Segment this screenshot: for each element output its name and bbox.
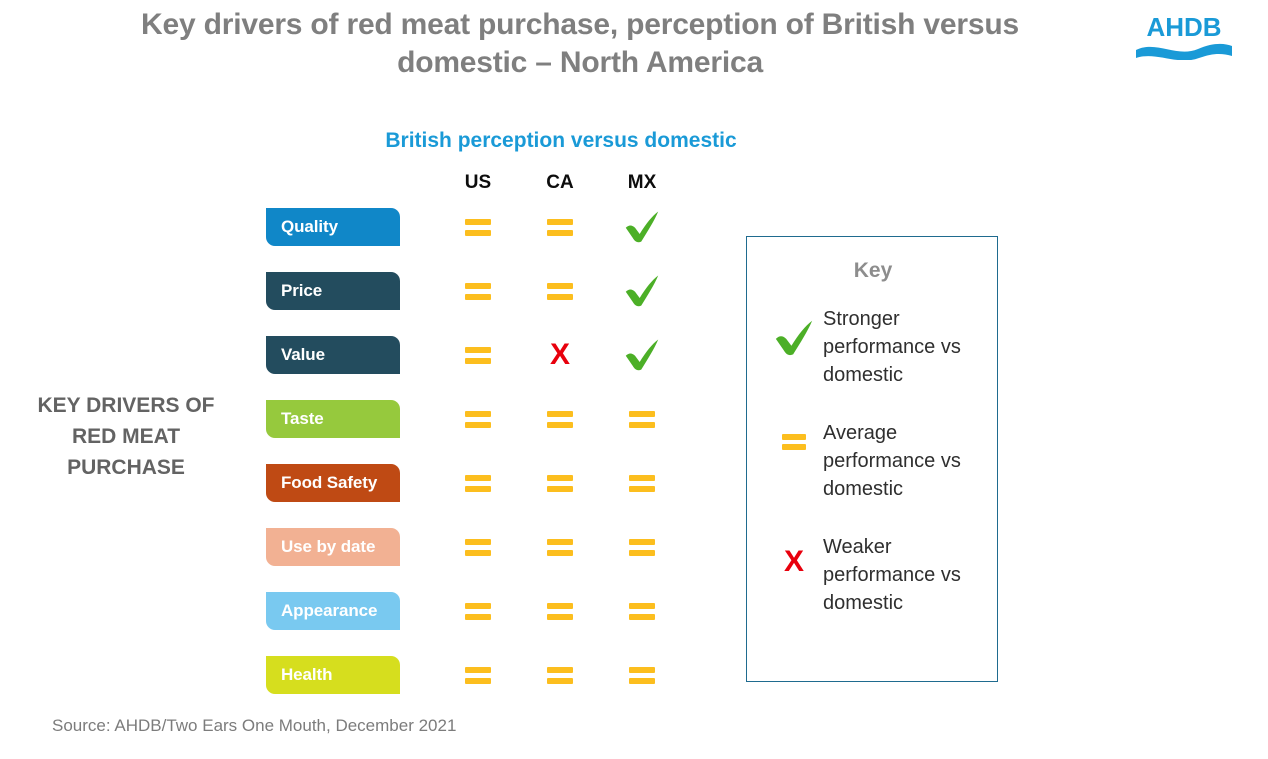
equals-icon	[629, 474, 655, 492]
ahdb-logo: AHDB	[1134, 10, 1234, 61]
matrix-cell	[614, 272, 670, 310]
key-item-icon	[765, 419, 823, 450]
driver-label: Price	[281, 281, 323, 300]
tick-icon	[625, 275, 659, 307]
matrix-row: Taste	[266, 400, 686, 464]
equals-icon	[547, 282, 573, 300]
equals-icon	[465, 282, 491, 300]
key-title: Key	[853, 259, 893, 282]
matrix-cell	[450, 656, 506, 694]
driver-pill: Value	[266, 336, 400, 374]
equals-icon	[629, 410, 655, 428]
matrix-row: Food Safety	[266, 464, 686, 528]
column-header-mx: MX	[627, 172, 657, 193]
equals-icon	[465, 346, 491, 364]
driver-pill: Appearance	[266, 592, 400, 630]
driver-pill: Health	[266, 656, 400, 694]
page-title: Key drivers of red meat purchase, percep…	[141, 8, 1019, 79]
equals-icon	[465, 666, 491, 684]
key-item: X Weaker performance vs domestic	[765, 533, 985, 617]
matrix-cell	[532, 528, 588, 566]
matrix-cell	[614, 528, 670, 566]
matrix-row: Price	[266, 272, 686, 336]
source-note: Source: AHDB/Two Ears One Mouth, Decembe…	[52, 716, 457, 735]
key-item-icon	[765, 305, 823, 357]
matrix-cell: X	[532, 336, 588, 374]
equals-icon	[547, 602, 573, 620]
driver-label: Taste	[281, 409, 324, 428]
key-item: Average performance vs domestic	[765, 419, 985, 503]
matrix-cell	[450, 592, 506, 630]
matrix-cell	[532, 400, 588, 438]
matrix-column-headers: US CA MX	[266, 172, 686, 208]
equals-icon	[547, 410, 573, 428]
matrix-cell	[450, 336, 506, 374]
matrix-cell	[532, 208, 588, 246]
driver-label: Health	[281, 665, 333, 684]
tick-icon	[625, 339, 659, 371]
matrix-cell	[450, 528, 506, 566]
matrix-cell	[614, 208, 670, 246]
key-item: Stronger performance vs domestic	[765, 305, 985, 389]
driver-pill: Quality	[266, 208, 400, 246]
ahdb-wave-icon	[1136, 43, 1232, 61]
key-item-text: Average performance vs domestic	[823, 422, 961, 500]
equals-icon	[465, 602, 491, 620]
matrix-cell	[614, 464, 670, 502]
driver-pill: Food Safety	[266, 464, 400, 502]
equals-icon	[629, 602, 655, 620]
matrix-row: Appearance	[266, 592, 686, 656]
equals-icon	[465, 538, 491, 556]
equals-icon	[547, 474, 573, 492]
tick-icon	[625, 211, 659, 243]
matrix-cell	[450, 464, 506, 502]
driver-pill: Taste	[266, 400, 400, 438]
equals-icon	[629, 666, 655, 684]
equals-icon	[465, 474, 491, 492]
equals-icon	[465, 218, 491, 236]
equals-icon	[629, 538, 655, 556]
driver-pill: Price	[266, 272, 400, 310]
matrix-cell	[450, 272, 506, 310]
matrix-cell	[614, 656, 670, 694]
driver-label: Appearance	[281, 601, 378, 620]
matrix-cell	[614, 400, 670, 438]
matrix-cell	[532, 464, 588, 502]
matrix-cell	[532, 272, 588, 310]
matrix-row: Value X	[266, 336, 686, 400]
equals-icon	[782, 433, 806, 450]
matrix-cell	[532, 656, 588, 694]
matrix-row: Quality	[266, 208, 686, 272]
matrix-row: Health	[266, 656, 686, 720]
driver-label: Value	[281, 345, 325, 364]
matrix-cell	[532, 592, 588, 630]
driver-label: Food Safety	[281, 473, 378, 492]
key-item-text: Weaker performance vs domestic	[823, 536, 961, 614]
equals-icon	[465, 410, 491, 428]
equals-icon	[547, 218, 573, 236]
key-item-text: Stronger performance vs domestic	[823, 308, 961, 386]
column-header-ca: CA	[546, 172, 574, 193]
ahdb-logo-text: AHDB	[1146, 12, 1221, 42]
driver-label: Use by date	[281, 537, 376, 556]
matrix-cell	[614, 592, 670, 630]
driver-label: Quality	[281, 217, 338, 236]
equals-icon	[547, 538, 573, 556]
matrix-row: Use by date	[266, 528, 686, 592]
sub-heading: British perception versus domestic	[385, 129, 737, 152]
driver-pill: Use by date	[266, 528, 400, 566]
equals-icon	[547, 666, 573, 684]
column-header-us: US	[464, 172, 492, 193]
cross-icon: X	[549, 338, 570, 371]
side-caption: KEY DRIVERS OF RED MEAT PURCHASE	[37, 394, 215, 479]
cross-icon: X	[783, 545, 804, 578]
matrix-cell	[614, 336, 670, 374]
tick-icon	[775, 320, 813, 356]
key-item-icon: X	[765, 533, 823, 577]
matrix-cell	[450, 208, 506, 246]
matrix-cell	[450, 400, 506, 438]
